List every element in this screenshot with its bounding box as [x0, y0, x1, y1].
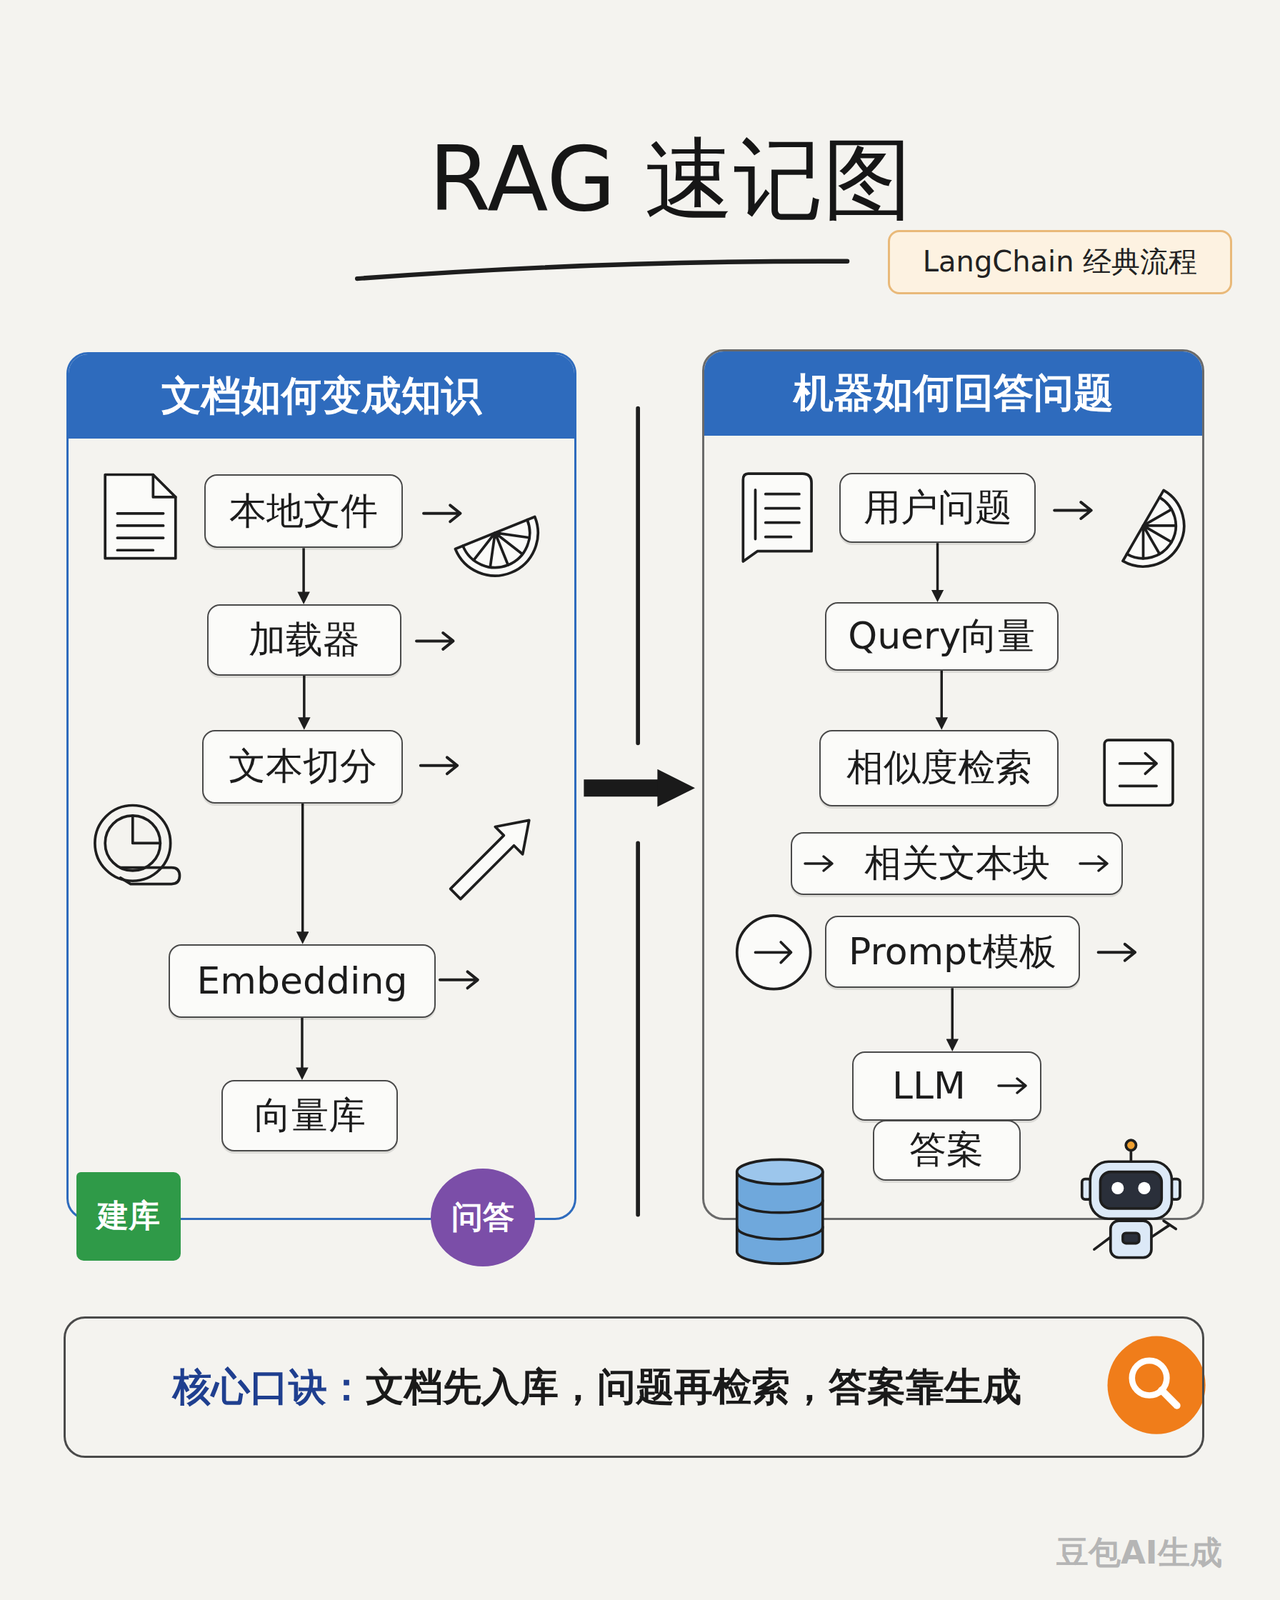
node-text: 文档如何变成知识	[161, 369, 482, 424]
export-icon	[1104, 740, 1173, 805]
process-box: Embedding	[168, 944, 436, 1018]
badge: 问答	[430, 1168, 535, 1267]
divider-line	[635, 408, 640, 1215]
flow-arrow	[995, 1075, 1030, 1096]
flow-arrow	[416, 502, 1135, 988]
node-text: LangChain 经典流程	[922, 242, 1198, 282]
title: RAG 速记图	[428, 120, 807, 241]
robot-icon	[1082, 1140, 1180, 1258]
flow-connector	[940, 670, 943, 720]
document-icon	[105, 474, 176, 558]
circle-arrow-icon	[737, 915, 811, 990]
node-text: 相关文本块	[864, 838, 1050, 889]
watermark: 豆包AI生成	[1056, 1531, 1223, 1575]
process-box: 用户问题	[839, 472, 1037, 544]
node-text: 答案	[909, 1125, 984, 1175]
node-text: 机器如何回答问题	[793, 366, 1114, 421]
process-box: 加载器	[207, 604, 402, 676]
flow-arrow	[802, 853, 837, 874]
stage-panel: 机器如何回答问题用户问题 Query向量相似度检索相关文本块 Prompt模板 LLM…	[702, 349, 1205, 1220]
flow-connector	[951, 987, 955, 1042]
node-body: 文档先入库，问题再检索，答案靠生成	[365, 1361, 1022, 1414]
node-text: 相似度检索	[846, 742, 1033, 793]
lime-icon	[455, 516, 551, 589]
stage-panel: 文档如何变成知识本地文件加载器文本切分 Embedding 向量库	[66, 352, 578, 1220]
process-box: LLM	[852, 1051, 1041, 1121]
stage-arrow	[583, 779, 665, 797]
process-box: 相关文本块	[790, 832, 1123, 896]
title-underline	[357, 261, 848, 279]
badge: 建库	[76, 1172, 181, 1261]
document-icon	[742, 473, 812, 562]
process-box: Query向量	[825, 602, 1059, 671]
process-box: 本地文件	[204, 474, 404, 548]
database-icon	[737, 1159, 823, 1264]
flow-connector	[301, 803, 305, 935]
process-box: 相似度检索	[819, 730, 1058, 807]
node-text: 问答	[451, 1196, 515, 1239]
tag-label: LangChain 经典流程	[887, 230, 1233, 295]
flow-connector	[936, 542, 940, 593]
node-text: 用户问题	[863, 482, 1013, 533]
process-box: 向量库	[221, 1080, 398, 1152]
node-text: 核心口诀：	[172, 1361, 366, 1414]
flow-connector	[300, 1017, 304, 1070]
node-text: 向量库	[254, 1090, 366, 1141]
node-text: Prompt模板	[848, 927, 1057, 978]
flow-connector	[302, 547, 305, 595]
node-text: Embedding	[196, 959, 408, 1003]
panel-header: 文档如何变成知识	[68, 354, 575, 439]
node-text: LLM	[892, 1064, 966, 1108]
node-text: 加载器	[248, 615, 360, 665]
node-text: Query向量	[847, 611, 1035, 662]
chart-icon	[95, 805, 180, 885]
flow-arrow	[1077, 853, 1112, 874]
node-text: 本地文件	[229, 486, 378, 537]
process-box: 答案	[872, 1120, 1021, 1182]
lime-icon	[1122, 490, 1200, 582]
hollow-arrow	[441, 806, 543, 908]
process-box: 文本切分	[202, 730, 404, 804]
process-box: Prompt模板	[825, 915, 1080, 988]
panel-header: 机器如何回答问题	[704, 351, 1203, 436]
summary-box: 核心口诀：文档先入库，问题再检索，答案靠生成	[63, 1316, 1205, 1458]
search-icon	[1107, 1336, 1205, 1435]
node-text: 建库	[97, 1195, 160, 1238]
node-text: 文本切分	[228, 741, 378, 792]
flow-connector	[302, 675, 306, 720]
